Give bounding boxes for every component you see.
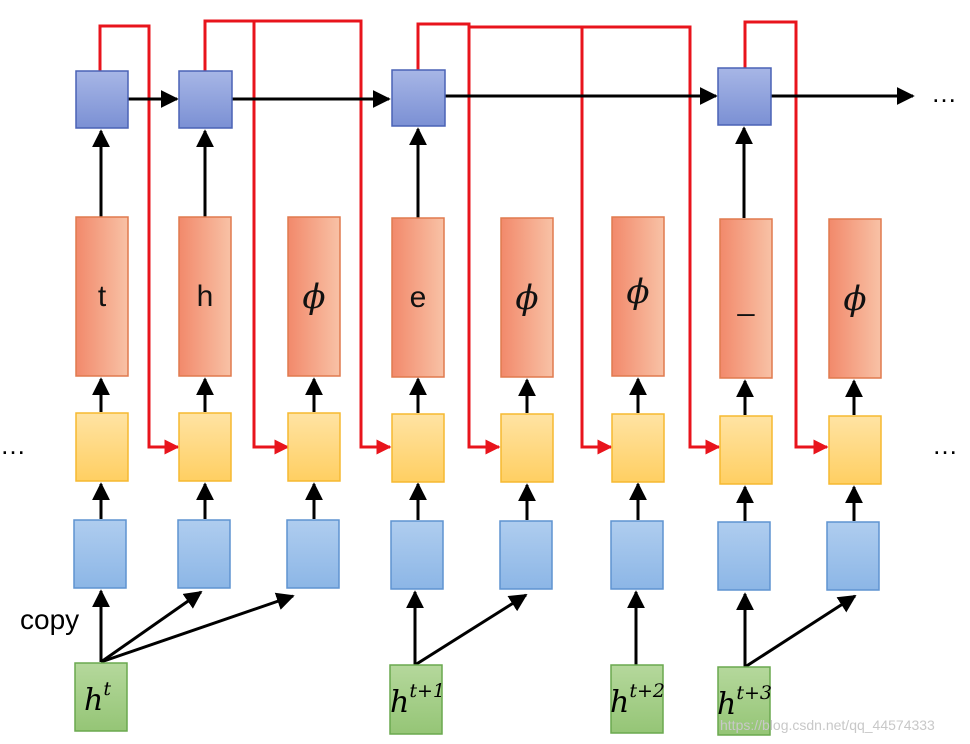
attention-box xyxy=(287,412,341,482)
token-label: t xyxy=(97,279,107,313)
output-boxes xyxy=(75,67,772,129)
attention-box xyxy=(391,413,445,483)
token-box xyxy=(500,217,554,378)
token-label: e xyxy=(409,280,427,314)
attention-box xyxy=(500,413,554,483)
input-box xyxy=(826,521,880,591)
hidden-box xyxy=(610,664,664,734)
ellipsis-top-right: … xyxy=(931,78,957,108)
input-box xyxy=(73,519,127,589)
attention-box xyxy=(178,412,232,482)
token-label: ϕ xyxy=(626,271,650,312)
red-line-2 xyxy=(254,19,392,455)
red-line-4 xyxy=(469,25,613,455)
attention-box xyxy=(611,413,665,483)
vertical-arrows xyxy=(92,126,863,521)
red-line-6 xyxy=(743,20,829,455)
hidden-state-label: ht+3 xyxy=(717,682,772,722)
copy-label: copy xyxy=(20,604,80,635)
hidden-state-label: ht xyxy=(84,678,111,718)
input-box xyxy=(177,519,231,589)
red-line-5 xyxy=(582,25,721,455)
ellipsis-right: … xyxy=(932,430,958,460)
output-box xyxy=(178,70,233,129)
attention-box xyxy=(719,415,773,485)
hidden-box xyxy=(717,666,771,736)
red-connection-lines xyxy=(98,19,829,455)
output-box xyxy=(717,67,772,126)
attention-box xyxy=(828,415,882,485)
token-box xyxy=(391,217,445,378)
token-box xyxy=(719,218,773,379)
copy-arrows xyxy=(92,589,857,669)
token-label: h xyxy=(196,279,214,313)
input-box xyxy=(610,520,664,590)
input-box xyxy=(499,520,553,590)
output-box xyxy=(391,69,446,127)
token-box xyxy=(828,218,882,379)
ellipsis-left: … xyxy=(0,430,26,460)
token-box xyxy=(75,216,129,377)
token-label: _ xyxy=(737,283,755,317)
hidden-box xyxy=(74,662,128,732)
hidden-state-label: ht+1 xyxy=(390,680,445,720)
attention-box xyxy=(75,412,129,482)
attention-boxes xyxy=(75,412,882,485)
hidden-box xyxy=(389,664,443,735)
input-box xyxy=(286,519,340,589)
output-box xyxy=(75,70,129,129)
hidden-state-boxes xyxy=(74,662,771,736)
top-recurrent-arrows xyxy=(128,87,915,108)
token-box xyxy=(287,216,341,377)
input-box xyxy=(390,520,444,590)
hidden-state-label: ht+2 xyxy=(610,680,665,720)
token-label: ϕ xyxy=(515,277,539,318)
token-label: ϕ xyxy=(843,278,867,319)
token-label: ϕ xyxy=(302,276,326,317)
input-box xyxy=(717,521,771,591)
watermark-text: https://blog.csdn.net/qq_44574333 xyxy=(720,717,935,733)
token-boxes xyxy=(75,216,882,379)
red-line-3 xyxy=(416,22,501,455)
red-line-0 xyxy=(98,24,180,455)
token-box xyxy=(178,216,232,377)
input-boxes xyxy=(73,519,880,591)
token-box xyxy=(611,216,665,377)
